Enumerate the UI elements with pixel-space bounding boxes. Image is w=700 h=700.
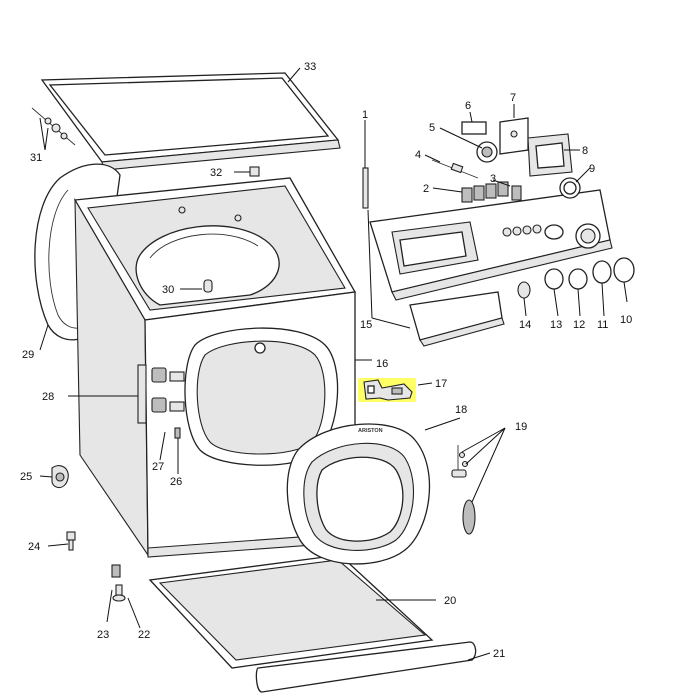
callout-5: 5 bbox=[429, 122, 435, 134]
push-button-switches[interactable] bbox=[461, 181, 509, 203]
mounting-bracket[interactable] bbox=[499, 117, 529, 155]
bottom-plinth[interactable] bbox=[148, 554, 434, 669]
callout-28: 28 bbox=[42, 391, 54, 403]
timer-module[interactable] bbox=[476, 141, 498, 163]
callout-18: 18 bbox=[455, 404, 467, 416]
bolt-assembly[interactable] bbox=[31, 107, 76, 146]
callout-21: 21 bbox=[493, 648, 505, 660]
adjustable-foot[interactable] bbox=[111, 564, 126, 602]
drawer-handle[interactable] bbox=[409, 291, 505, 347]
callout-33: 33 bbox=[304, 61, 316, 73]
callout-26: 26 bbox=[170, 476, 182, 488]
callout-29: 29 bbox=[22, 349, 34, 361]
callout-24: 24 bbox=[28, 541, 40, 553]
callout-19: 19 bbox=[515, 421, 527, 433]
top-panel[interactable] bbox=[40, 72, 341, 171]
callout-25: 25 bbox=[20, 471, 32, 483]
spring-rod[interactable] bbox=[362, 167, 369, 209]
callout-20: 20 bbox=[444, 595, 456, 607]
door-hinge-kit[interactable] bbox=[451, 445, 476, 535]
kick-panel[interactable] bbox=[255, 641, 477, 693]
wire-connector[interactable] bbox=[431, 159, 479, 179]
callout-13: 13 bbox=[550, 319, 562, 331]
callout-11: 11 bbox=[597, 319, 608, 331]
callout-22: 22 bbox=[138, 629, 150, 641]
door-brand-text: ARISTON bbox=[358, 428, 383, 434]
mounting-plate[interactable] bbox=[461, 121, 487, 135]
cabinet[interactable] bbox=[73, 177, 357, 558]
control-panel-fascia[interactable] bbox=[369, 189, 613, 301]
callout-12: 12 bbox=[573, 319, 585, 331]
door-interlock[interactable] bbox=[358, 378, 416, 402]
callout-31: 31 bbox=[30, 152, 42, 164]
callout-27: 27 bbox=[152, 461, 164, 473]
leader-lines bbox=[39, 67, 628, 661]
foot-screw[interactable] bbox=[66, 531, 76, 551]
clip-part[interactable] bbox=[249, 166, 260, 177]
knob-ring[interactable] bbox=[559, 177, 581, 199]
callout-1: 1 bbox=[362, 109, 368, 121]
callout-15: 15 bbox=[360, 319, 372, 331]
callout-30: 30 bbox=[162, 284, 174, 296]
callout-32: 32 bbox=[210, 167, 222, 179]
programmer-unit[interactable] bbox=[527, 133, 573, 177]
callout-3: 3 bbox=[490, 173, 496, 185]
callout-16: 16 bbox=[376, 358, 388, 370]
callout-6: 6 bbox=[465, 100, 471, 112]
callout-8: 8 bbox=[582, 145, 588, 157]
callout-17: 17 bbox=[435, 378, 447, 390]
callout-labels: 1 2 3 4 5 6 7 8 9 10 11 12 13 14 15 16 1… bbox=[20, 61, 632, 660]
callout-14: 14 bbox=[519, 319, 531, 331]
callout-4: 4 bbox=[415, 149, 421, 161]
callout-2: 2 bbox=[423, 183, 429, 195]
hinge-bracket[interactable] bbox=[137, 364, 185, 439]
callout-10: 10 bbox=[620, 314, 632, 326]
switch-part[interactable] bbox=[511, 185, 522, 201]
callout-9: 9 bbox=[589, 163, 595, 175]
callout-7: 7 bbox=[510, 92, 516, 104]
callout-23: 23 bbox=[97, 629, 109, 641]
hinge-part[interactable] bbox=[51, 465, 69, 489]
door-assembly[interactable]: ARISTON bbox=[286, 423, 431, 565]
